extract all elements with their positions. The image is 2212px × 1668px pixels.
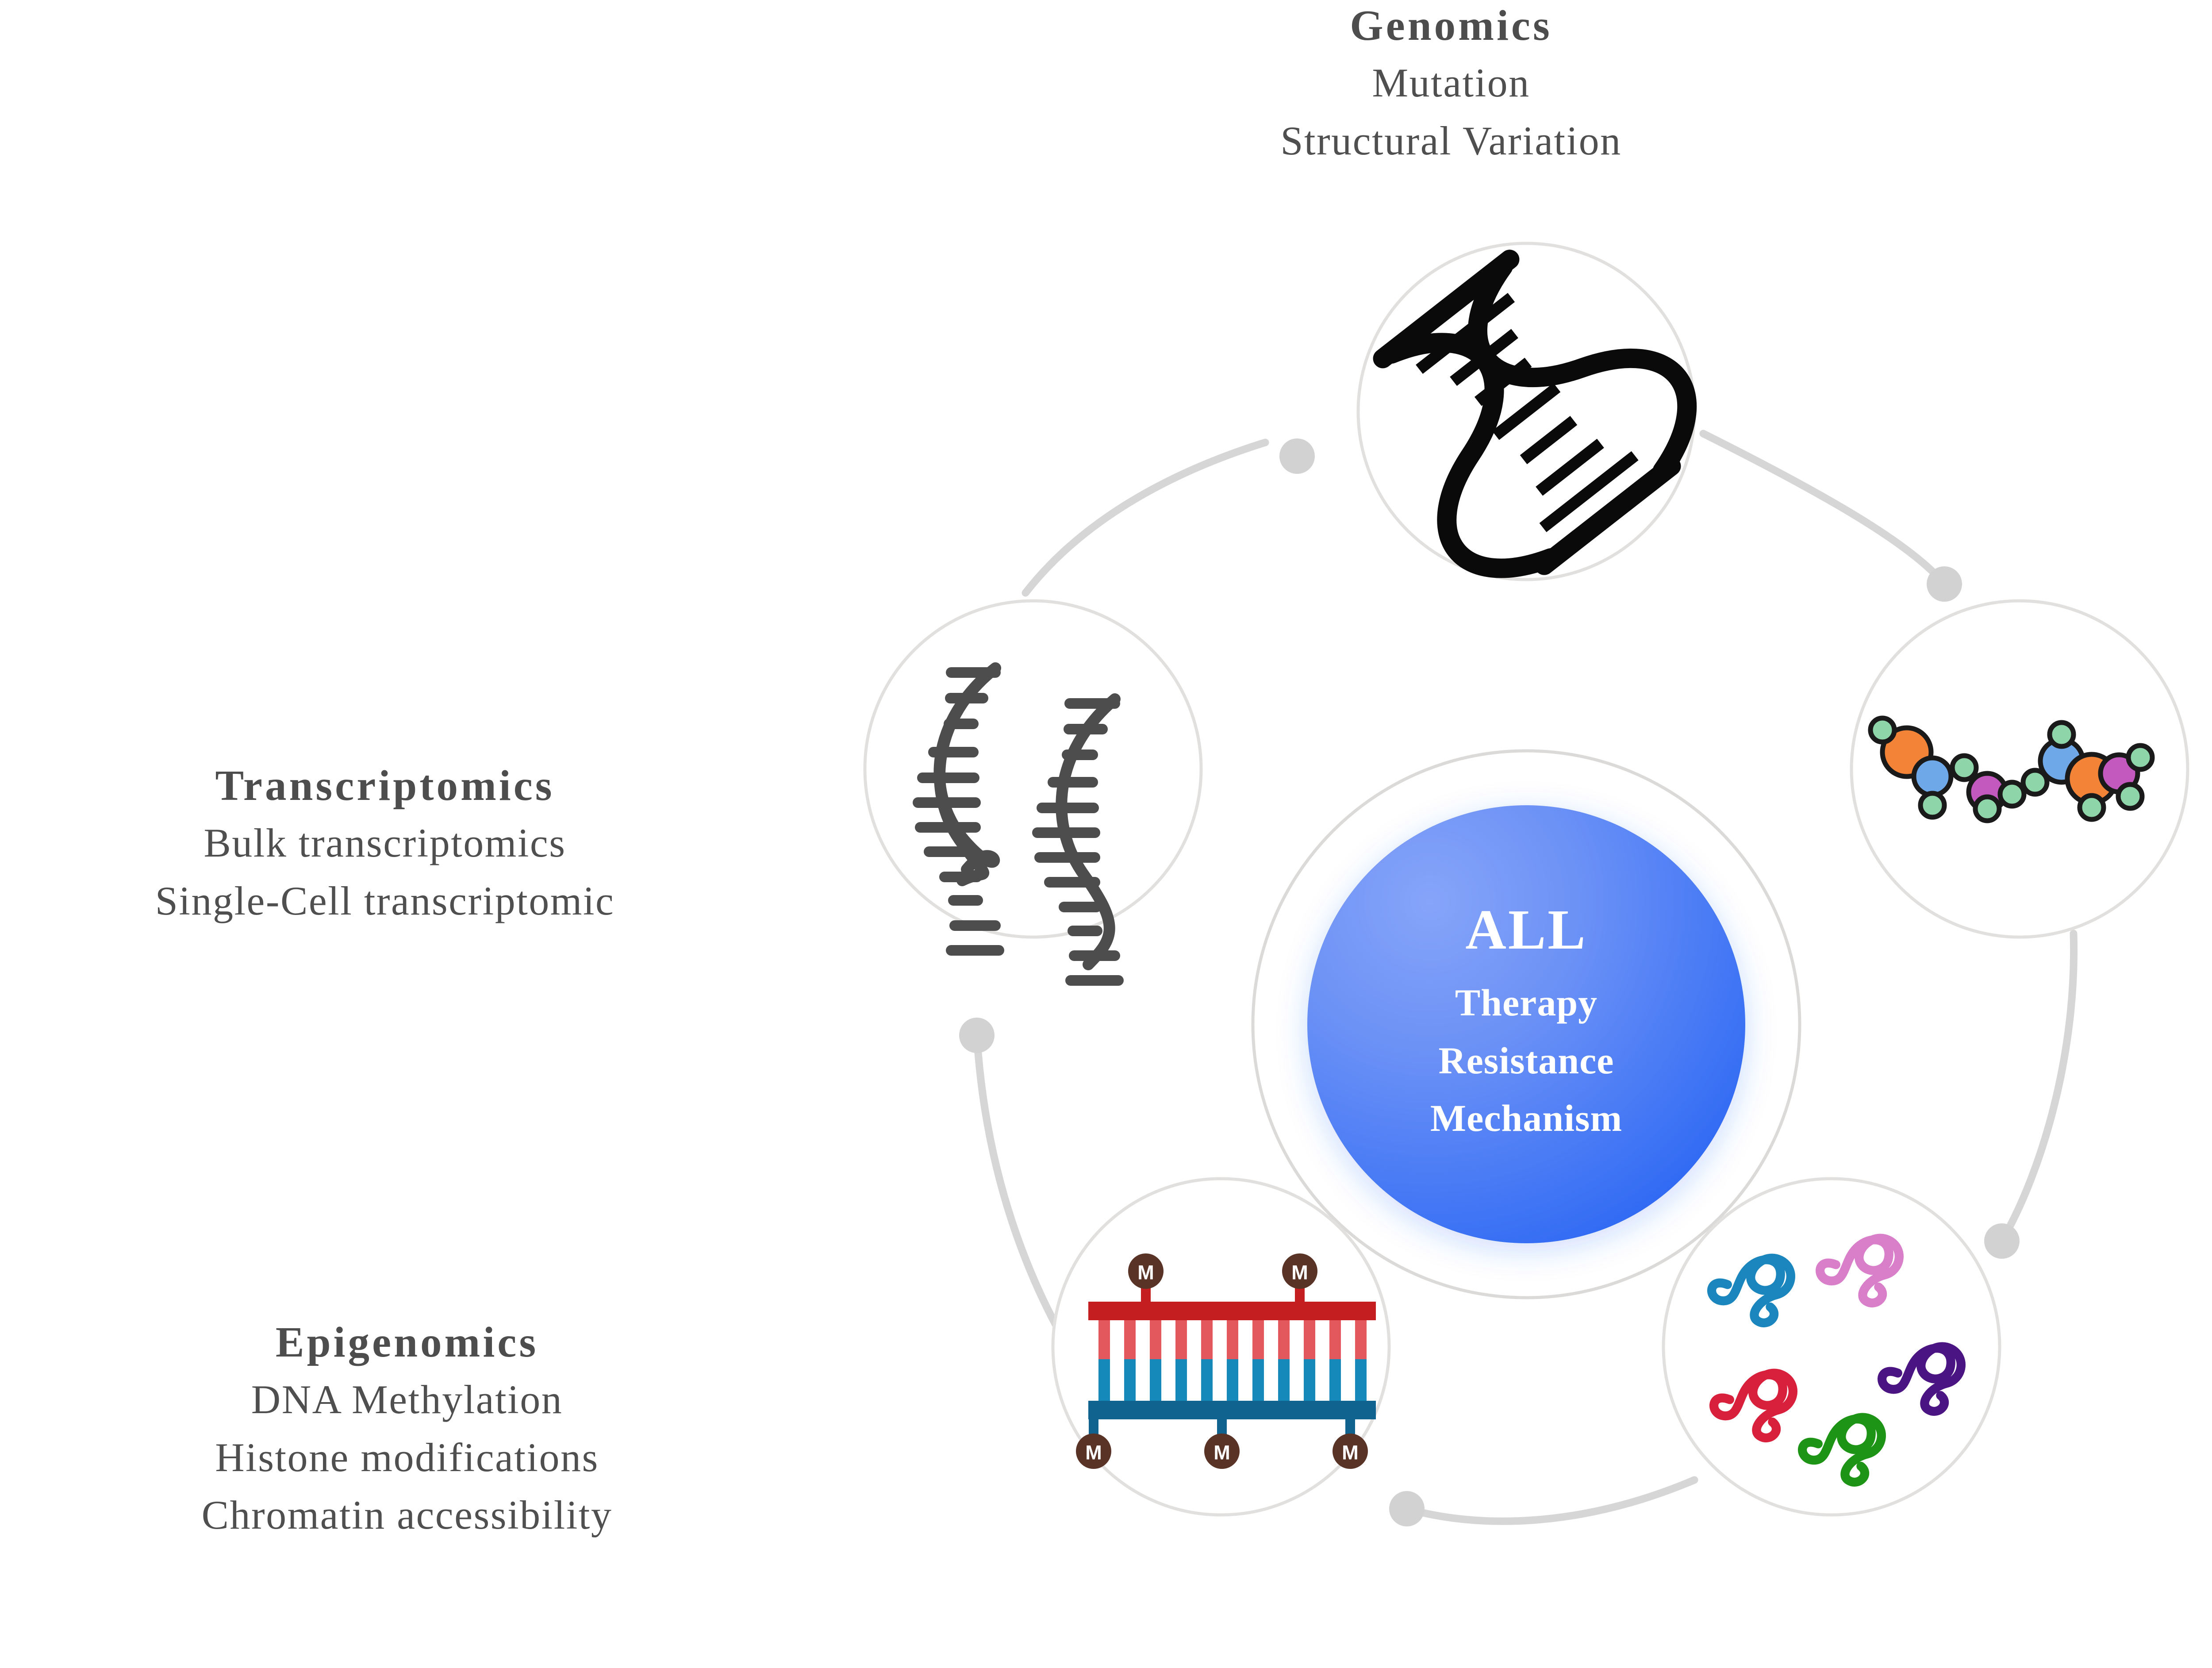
dna-double-helix-icon bbox=[1373, 250, 1697, 578]
label-epigenomics-item-1: DNA Methylation bbox=[251, 1377, 563, 1422]
svg-text:M: M bbox=[1085, 1441, 1102, 1464]
label-proteomics: Proteomics Post-translational modificati… bbox=[2137, 1314, 2212, 1486]
label-epigenomics-heading: Epigenomics bbox=[275, 1318, 539, 1366]
arc-transcriptomics-to-genomics bbox=[1022, 438, 1269, 597]
label-epigenomics-item-2: Histone modifications bbox=[215, 1434, 599, 1480]
label-transcriptomics-heading: Transcriptomics bbox=[215, 762, 555, 809]
label-genomics-heading: Genomics bbox=[1350, 2, 1552, 49]
label-transcriptomics-item-1: Bulk transcriptomics bbox=[204, 820, 566, 866]
label-transcriptomics-item-2: Single-Cell transcriptomic bbox=[155, 878, 615, 923]
svg-text:M: M bbox=[1291, 1261, 1308, 1284]
methylation-bottom-bar bbox=[1088, 1401, 1376, 1419]
label-metabolomics-item-1: Metabolic reprogramming bbox=[2159, 817, 2212, 875]
methylation-top-bar bbox=[1088, 1302, 1376, 1320]
connector-dots bbox=[959, 438, 2020, 1526]
connector-dot-proteomics bbox=[1984, 1223, 2020, 1259]
center-core-circle bbox=[1307, 805, 1745, 1243]
node-circle-metabolomics bbox=[1850, 599, 2189, 939]
connector-dot-genomics bbox=[1279, 438, 1315, 474]
svg-text:M: M bbox=[1137, 1261, 1154, 1284]
rna-strands-icon bbox=[913, 662, 1124, 986]
molecule-icon bbox=[1868, 715, 2155, 823]
label-metabolomics: Metabolomics Metabolic reprogramming bbox=[2159, 760, 2212, 875]
label-transcriptomics: Transcriptomics Bulk transcriptomics Sin… bbox=[0, 757, 796, 930]
label-epigenomics-item-3: Chromatin accessibility bbox=[201, 1492, 613, 1538]
svg-text:M: M bbox=[1214, 1441, 1230, 1464]
methyl-badges: M M M M M bbox=[1076, 1253, 1368, 1469]
label-epigenomics: Epigenomics DNA Methylation Histone modi… bbox=[22, 1314, 792, 1544]
arc-genomics-to-metabolomics bbox=[1699, 430, 1948, 588]
label-metabolomics-heading: Metabolomics bbox=[2159, 760, 2212, 817]
connector-dot-transcriptomics bbox=[959, 1018, 995, 1053]
label-proteomics-item-1: Post-translational modification bbox=[2137, 1371, 2212, 1429]
protein-tangle-icon bbox=[1707, 1234, 1966, 1487]
connector-dot-epigenomics bbox=[1389, 1491, 1425, 1526]
node-circle-transcriptomics bbox=[863, 599, 1203, 939]
dna-methylation-icon: M M M M M bbox=[1076, 1253, 1376, 1469]
center-outer-ring bbox=[1251, 749, 1801, 1299]
arc-proteomics-to-epigenomics bbox=[1403, 1476, 1698, 1525]
label-genomics: Genomics Mutation Structural Variation bbox=[854, 0, 2048, 169]
label-proteomics-heading: Proteomics bbox=[2137, 1314, 2212, 1371]
svg-text:M: M bbox=[1342, 1441, 1359, 1464]
label-genomics-item-1: Mutation bbox=[1372, 60, 1530, 106]
connector-dot-metabolomics bbox=[1927, 566, 1962, 602]
arc-metabolomics-to-proteomics bbox=[1998, 930, 2078, 1245]
label-proteomics-item-2: Protein signaling pathway bbox=[2137, 1429, 2212, 1487]
label-genomics-item-2: Structural Variation bbox=[1280, 118, 1622, 163]
